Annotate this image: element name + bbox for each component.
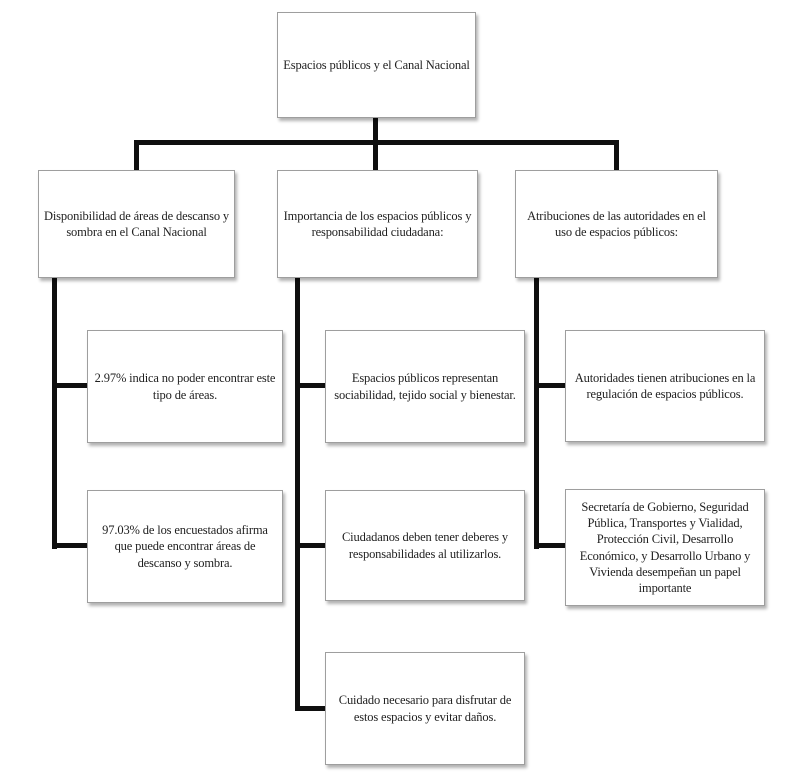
node-leaf-left-1: 2.97% indica no poder encontrar este tip… <box>87 330 283 443</box>
node-leaf-middle-1-label: Espacios públicos representan sociabilid… <box>334 371 516 402</box>
node-branch-importancia: Importancia de los espacios públicos y r… <box>277 170 478 278</box>
node-root: Espacios públicos y el Canal Nacional <box>277 12 476 118</box>
node-branch-disponibilidad-label: Disponibilidad de áreas de descanso y so… <box>43 208 230 239</box>
node-branch-atribuciones-label: Atribuciones de las autoridades en el us… <box>527 208 706 239</box>
connector-middle-stub-1 <box>295 383 325 388</box>
node-branch-atribuciones: Atribuciones de las autoridades en el us… <box>515 170 718 278</box>
node-leaf-right-1-label: Autoridades tienen atribuciones en la re… <box>574 370 756 401</box>
connector-middle-spine <box>295 278 300 711</box>
node-leaf-middle-3: Cuidado necesario para disfrutar de esto… <box>325 652 525 765</box>
connector-middle-stub-3 <box>295 706 325 711</box>
connector-right-stub-2 <box>534 543 565 548</box>
node-leaf-left-2-label: 97.03% de los encuestados afirma que pue… <box>102 523 268 570</box>
connector-right-stub-1 <box>534 383 565 388</box>
connector-left-spine <box>52 278 57 549</box>
connector-left-stub-2 <box>52 543 87 548</box>
connector-middle-stub-2 <box>295 543 325 548</box>
connector-drop-left-branch <box>134 140 139 170</box>
connector-right-spine <box>534 278 539 549</box>
connector-drop-right-branch <box>614 140 619 170</box>
node-leaf-right-2-label: Secretaría de Gobierno, Seguridad Públic… <box>579 499 751 595</box>
connector-level2-bar <box>134 140 619 145</box>
node-leaf-middle-1: Espacios públicos representan sociabilid… <box>325 330 525 443</box>
node-leaf-middle-3-label: Cuidado necesario para disfrutar de esto… <box>338 693 512 724</box>
node-leaf-middle-2-label: Ciudadanos deben tener deberes y respons… <box>342 530 508 561</box>
node-branch-importancia-label: Importancia de los espacios públicos y r… <box>283 208 472 239</box>
node-branch-disponibilidad: Disponibilidad de áreas de descanso y so… <box>38 170 235 278</box>
connector-left-stub-1 <box>52 383 87 388</box>
node-leaf-left-2: 97.03% de los encuestados afirma que pue… <box>87 490 283 603</box>
node-leaf-left-1-label: 2.97% indica no poder encontrar este tip… <box>94 371 276 402</box>
node-root-label: Espacios públicos y el Canal Nacional <box>283 57 470 72</box>
node-leaf-right-2: Secretaría de Gobierno, Seguridad Públic… <box>565 489 765 606</box>
node-leaf-right-1: Autoridades tienen atribuciones en la re… <box>565 330 765 442</box>
node-leaf-middle-2: Ciudadanos deben tener deberes y respons… <box>325 490 525 601</box>
